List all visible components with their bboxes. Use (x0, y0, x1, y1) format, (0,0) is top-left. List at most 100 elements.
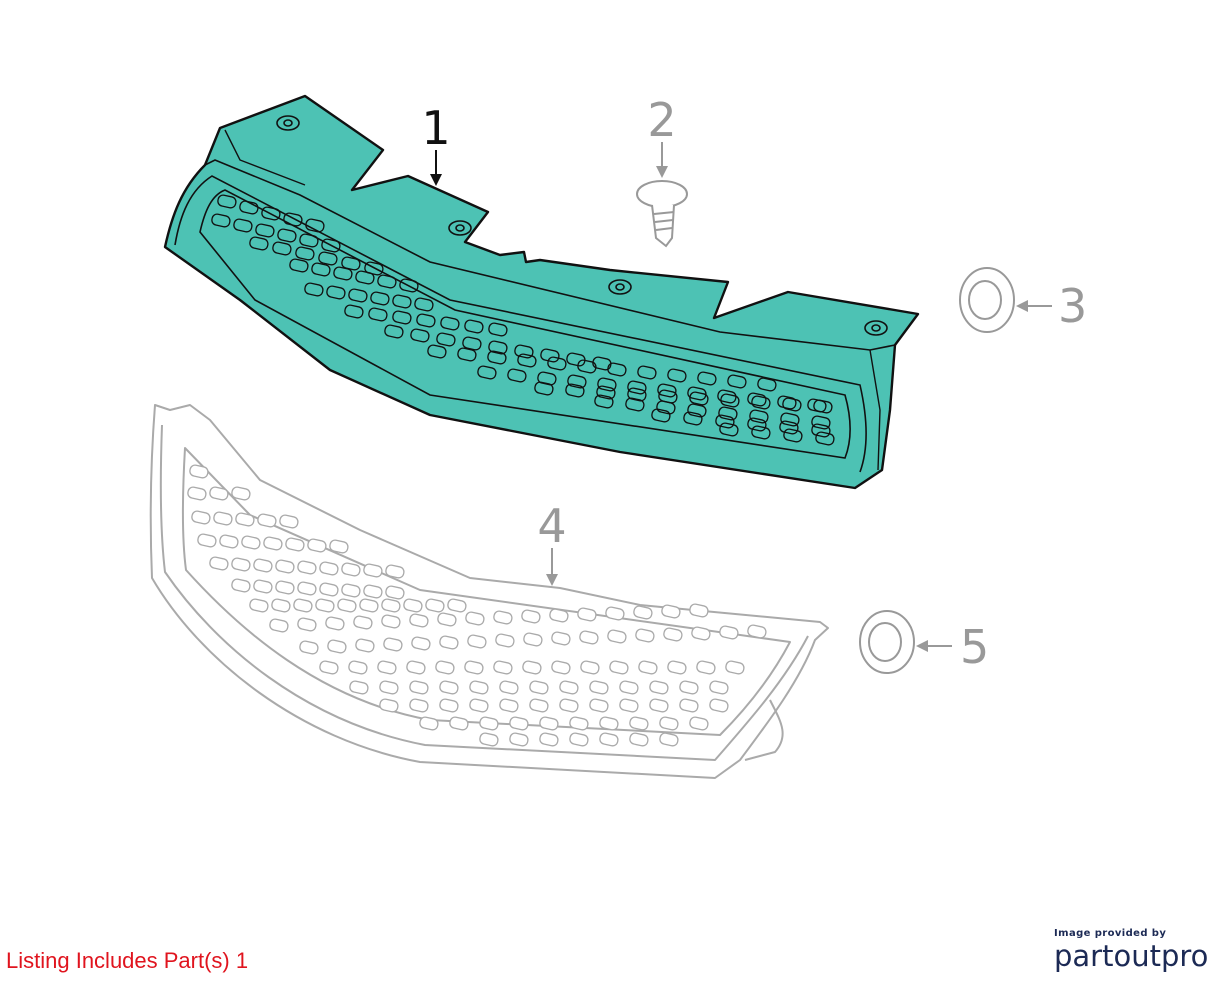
callout-3[interactable]: 3 (1016, 279, 1087, 333)
part-4-grille[interactable] (149, 404, 829, 779)
mesh-opening (319, 561, 339, 576)
mesh-opening (567, 374, 587, 389)
mesh-opening (507, 368, 527, 383)
part-5-grommet[interactable] (859, 610, 915, 674)
callout-4-number: 4 (537, 499, 566, 553)
mesh-opening (679, 698, 699, 713)
mesh-opening (495, 633, 515, 648)
mesh-opening (219, 534, 239, 549)
mesh-opening (607, 362, 627, 377)
callout-3-number: 3 (1058, 279, 1087, 333)
mesh-opening (425, 598, 445, 613)
mesh-opening (447, 598, 467, 613)
mesh-opening (697, 371, 717, 386)
mesh-opening (297, 560, 317, 575)
part-1-body (163, 94, 920, 490)
part-2-clip[interactable] (636, 180, 688, 248)
mesh-opening (379, 698, 399, 713)
mesh-opening (747, 392, 767, 407)
mesh-opening (321, 238, 341, 253)
mesh-opening (392, 294, 412, 309)
mesh-opening (547, 356, 567, 371)
mesh-opening (435, 660, 455, 675)
callout-4[interactable]: 4 (537, 499, 567, 586)
mesh-opening (539, 732, 559, 747)
mesh-opening (197, 533, 217, 548)
mesh-opening (363, 584, 383, 599)
mesh-opening (231, 578, 251, 593)
mesh-opening (523, 632, 543, 647)
mesh-opening (191, 510, 211, 525)
mesh-opening (439, 680, 459, 695)
callout-1[interactable]: 1 (421, 101, 451, 186)
mesh-opening (341, 583, 361, 598)
mesh-opening (299, 233, 319, 248)
mesh-opening (217, 194, 237, 209)
mesh-opening (619, 698, 639, 713)
mesh-opening (815, 431, 835, 446)
mesh-opening (307, 538, 327, 553)
mesh-opening (689, 391, 709, 406)
mesh-opening (813, 399, 833, 414)
mesh-opening (689, 603, 709, 618)
mesh-opening (261, 206, 281, 221)
mesh-opening (289, 258, 309, 273)
mesh-opening (419, 716, 439, 731)
mesh-opening (811, 415, 831, 430)
mesh-opening (627, 380, 647, 395)
part-1-mesh (211, 194, 835, 446)
mesh-opening (377, 660, 397, 675)
callout-5[interactable]: 5 (916, 620, 989, 674)
mesh-opening (341, 562, 361, 577)
mesh-opening (297, 581, 317, 596)
mesh-opening (696, 660, 716, 675)
mesh-opening (211, 213, 231, 228)
mesh-opening (409, 698, 429, 713)
mesh-opening (333, 266, 353, 281)
mesh-opening (384, 324, 404, 339)
mesh-opening (327, 639, 347, 654)
mesh-opening (462, 336, 482, 351)
mesh-opening (257, 513, 277, 528)
mesh-opening (779, 420, 799, 435)
mesh-opening (629, 716, 649, 731)
mesh-opening (689, 716, 709, 731)
mesh-opening (297, 617, 317, 632)
mesh-opening (209, 486, 229, 501)
mesh-opening (383, 637, 403, 652)
mesh-opening (605, 606, 625, 621)
mesh-opening (661, 604, 681, 619)
mesh-opening (667, 660, 687, 675)
mesh-opening (577, 607, 597, 622)
mesh-opening (241, 535, 261, 550)
mesh-opening (629, 732, 649, 747)
callout-2[interactable]: 2 (647, 93, 677, 178)
mesh-opening (529, 698, 549, 713)
mesh-opening (269, 618, 289, 633)
mesh-opening (355, 270, 375, 285)
listing-note: Listing Includes Part(s) 1 (6, 948, 249, 973)
mesh-opening (747, 624, 767, 639)
mesh-opening (659, 732, 679, 747)
mesh-opening (341, 256, 361, 271)
mesh-opening (627, 387, 647, 402)
mesh-opening (370, 291, 390, 306)
mesh-opening (607, 629, 627, 644)
mesh-opening (522, 660, 542, 675)
mesh-opening (318, 251, 338, 266)
mesh-opening (599, 716, 619, 731)
mesh-opening (272, 241, 292, 256)
mesh-opening (416, 313, 436, 328)
part-3-grommet[interactable] (959, 267, 1015, 333)
mesh-opening (651, 408, 671, 423)
mesh-opening (235, 512, 255, 527)
mesh-opening (325, 616, 345, 631)
mesh-opening (293, 598, 313, 613)
mesh-opening (619, 680, 639, 695)
part-1-grille-panel[interactable] (163, 94, 920, 490)
mesh-opening (493, 660, 513, 675)
mesh-opening (597, 377, 617, 392)
mesh-opening (509, 732, 529, 747)
mesh-opening (315, 598, 335, 613)
